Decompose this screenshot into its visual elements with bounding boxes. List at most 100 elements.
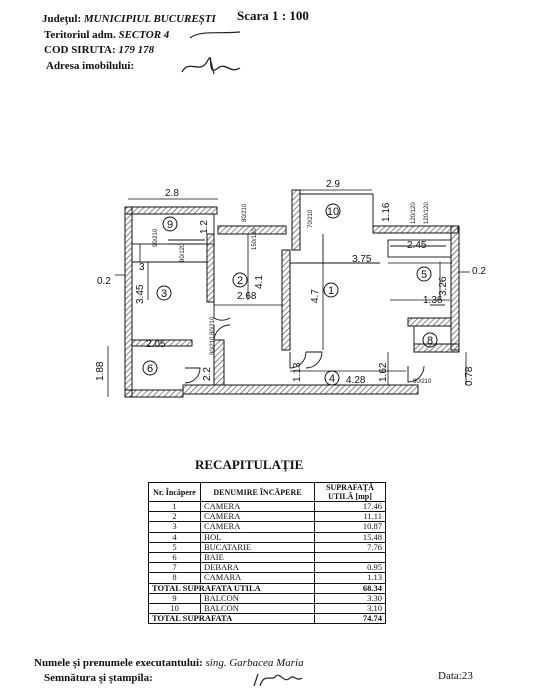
- cell-nr: 10: [148, 602, 201, 615]
- cell-nr: 5: [148, 541, 201, 553]
- cell-area: 0.95: [314, 562, 386, 574]
- opening-label: 70/210: [308, 209, 314, 228]
- floor-plan: 1 2 3 4 5 6 8 9 10 2.8 2.9 1.2 1.16 3 0.…: [95, 179, 486, 398]
- cell-area: 10.87: [314, 521, 386, 533]
- adresa-label: Adresa imobilului:: [46, 60, 135, 72]
- cell-name: HOL: [200, 531, 315, 543]
- siruta-value: 179 178: [118, 44, 155, 56]
- dim-2-9: 2.9: [326, 179, 340, 190]
- opening-label: 90/120: [180, 243, 186, 262]
- dim-0-2-left: 0.2: [97, 276, 111, 287]
- dim-4-7: 4.7: [310, 289, 321, 303]
- dim-0-2-right: 0.2: [472, 266, 486, 277]
- opening-label: 90/210: [413, 379, 432, 385]
- plan-lines: [131, 193, 452, 384]
- opening-label: 120/120: [424, 202, 430, 224]
- cell-name: CAMERA: [200, 521, 315, 533]
- adresa-line: Adresa imobilului:: [46, 60, 134, 72]
- executant-line: Numele şi prenumele executantului: sing.…: [34, 657, 304, 669]
- col-den-header: DENUMIRE ÎNCĂPERE: [200, 482, 315, 502]
- dim-1-13: 1.13: [292, 362, 303, 382]
- dim-4-1: 4.1: [254, 275, 265, 289]
- signature-line: Semnătura şi ştampila:: [44, 672, 153, 684]
- siruta-label: COD SIRUTA:: [44, 44, 116, 56]
- opening-label: 90/210: [153, 228, 159, 247]
- date-label: Data:: [438, 670, 462, 682]
- dim-2-8: 2.8: [165, 188, 179, 199]
- room-number-8: 8: [427, 335, 433, 347]
- recap-table: Nr. Încăpere DENUMIRE ÎNCĂPERE SUPRAFAŢĂ…: [148, 482, 386, 625]
- room-number-6: 6: [147, 363, 153, 375]
- judet-line: Judeţul: MUNICIPIUL BUCUREŞTI: [42, 13, 216, 25]
- siruta-line: COD SIRUTA: 179 178: [44, 44, 154, 56]
- scale-label: Scara 1 : 100: [237, 8, 309, 23]
- room-markers: [142, 203, 438, 386]
- opening-label: 80/210: [242, 203, 248, 222]
- dim-3-26: 3.26: [438, 276, 449, 296]
- dim-2-45: 2.45: [407, 240, 427, 251]
- total-utila-label: TOTAL SUPRAFATA UTILA: [148, 582, 315, 594]
- room-number-3: 3: [161, 288, 167, 300]
- dim-4-28: 4.28: [346, 375, 366, 386]
- cell-nr: 6: [148, 551, 201, 564]
- footer-signature: [253, 673, 303, 687]
- opening-label: 150/120: [252, 228, 258, 250]
- cell-area: 11.11: [314, 511, 386, 523]
- teritoriu-label: Teritoriul adm.: [44, 29, 116, 41]
- executant-label: Numele şi prenumele executantului:: [34, 657, 203, 669]
- col-sup-header: SUPRAFAŢĂ UTILĂ [mp]: [314, 482, 386, 502]
- cell-area: 17.46: [314, 500, 386, 513]
- recap-title: RECAPITULAŢIE: [195, 457, 304, 472]
- teritoriu-line: Teritoriul adm. SECTOR 4: [44, 29, 169, 41]
- opening-label: 90/210: [210, 336, 216, 355]
- dim-3-45: 3.45: [135, 284, 146, 304]
- opening-label: 80/210: [210, 316, 216, 335]
- judet-label: Judeţul:: [42, 13, 82, 25]
- opening-label: 120/120: [411, 202, 417, 224]
- cell-nr: 4: [148, 531, 201, 543]
- total-value: 74.74: [314, 613, 386, 625]
- dimension-lines: [107, 189, 470, 397]
- cell-nr: 2: [148, 511, 201, 523]
- dim-3: 3: [139, 262, 145, 273]
- date-line: Data:23: [438, 670, 473, 682]
- cell-name: BALCON: [200, 592, 315, 604]
- cell-name: BALCON: [200, 602, 315, 615]
- judet-value: MUNICIPIUL BUCUREŞTI: [83, 13, 216, 25]
- cell-name: CAMARA: [200, 572, 315, 584]
- cell-nr: 7: [148, 562, 201, 574]
- cell-nr: 1: [148, 500, 201, 513]
- cell-area: 7.76: [314, 541, 386, 553]
- room-number-10: 10: [327, 206, 339, 218]
- room-number-9: 9: [167, 219, 173, 231]
- dim-2-68: 2.68: [237, 291, 257, 302]
- walls: [124, 189, 460, 398]
- cell-nr: 3: [148, 521, 201, 533]
- cell-name: DEBARA: [200, 562, 315, 574]
- cell-name: CAMERA: [200, 511, 315, 523]
- dim-1-16: 1.16: [381, 202, 392, 222]
- cell-nr: 9: [148, 592, 201, 604]
- col-nr-header: Nr. Încăpere: [148, 482, 201, 502]
- room-number-5: 5: [421, 269, 427, 281]
- room-number-1: 1: [328, 285, 334, 297]
- header-signature: [181, 31, 241, 75]
- cell-area: [314, 551, 386, 564]
- dim-1-62: 1.62: [378, 362, 389, 382]
- signature-label: Semnătura şi ştampila:: [44, 672, 153, 684]
- cell-name: BAIE: [200, 551, 315, 564]
- dim-1-88: 1.88: [95, 361, 106, 381]
- cell-name: CAMERA: [200, 500, 315, 513]
- dim-1-36: 1.36: [423, 295, 443, 306]
- total-label: TOTAL SUPRAFATA: [148, 613, 315, 625]
